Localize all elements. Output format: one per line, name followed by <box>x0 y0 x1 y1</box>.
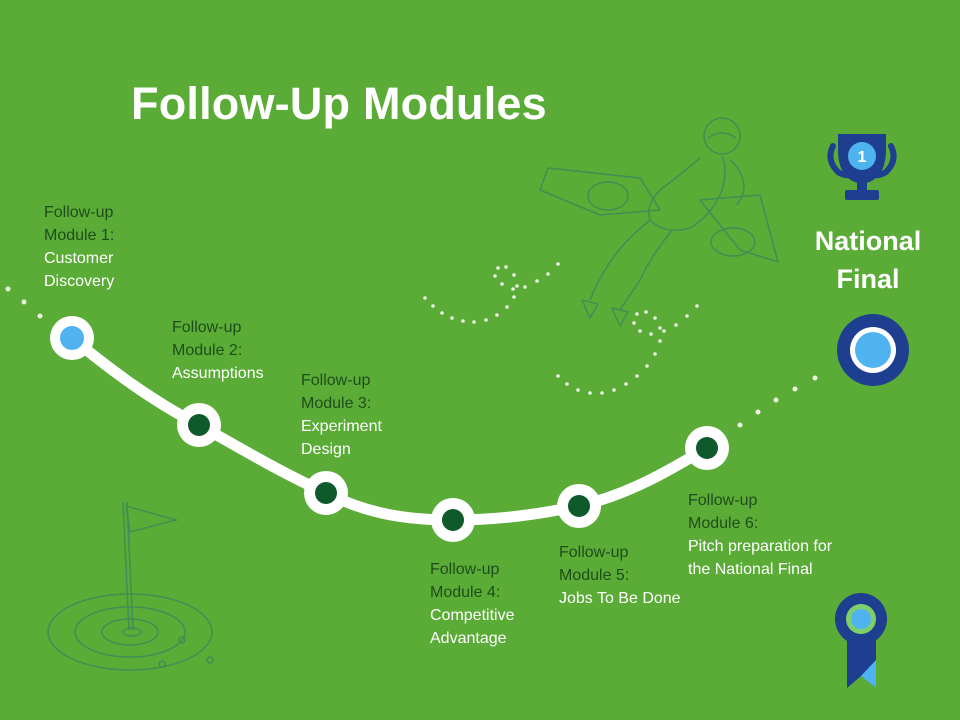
dotted-trail-start <box>5 286 43 319</box>
module-label-name: the National Final <box>688 561 813 578</box>
trophy-number: 1 <box>858 149 867 166</box>
module-label-line2: Module 2: <box>172 342 243 359</box>
module-label-name: Discovery <box>44 273 115 290</box>
module-label-name: Competitive <box>430 607 515 624</box>
jetpack-trail <box>423 262 699 395</box>
node-module-1 <box>50 316 94 360</box>
module-2-label: Follow-up Module 2: Assumptions <box>172 316 264 385</box>
module-4-label: Follow-up Module 4: Competitive Advantag… <box>430 558 514 650</box>
dotted-trail-final <box>737 375 818 428</box>
module-label-name: Experiment <box>301 418 382 435</box>
trophy-icon: 1 <box>827 134 897 200</box>
module-label-line1: Follow-up <box>688 492 758 509</box>
module-1-label: Follow-up Module 1: Customer Discovery <box>44 201 114 293</box>
module-label-name: Advantage <box>430 630 507 647</box>
node-module-4 <box>431 498 475 542</box>
jetpack-figure-icon <box>539 117 779 327</box>
module-5-label: Follow-up Module 5: Jobs To Be Done <box>559 541 681 610</box>
module-label-name: Jobs To Be Done <box>559 590 681 607</box>
module-label-line2: Module 3: <box>301 395 372 412</box>
node-module-2 <box>177 403 221 447</box>
module-label-line2: Module 5: <box>559 567 630 584</box>
slide-title: Follow-Up Modules <box>131 78 547 129</box>
module-label-line2: Module 4: <box>430 584 501 601</box>
module-label-line1: Follow-up <box>301 372 371 389</box>
module-label-name: Customer <box>44 250 114 267</box>
national-final-label: National Final <box>803 222 933 298</box>
module-label-line1: Follow-up <box>559 544 629 561</box>
national-final-line1: National <box>814 226 922 256</box>
national-final-line2: Final <box>836 264 900 294</box>
node-module-6 <box>685 426 729 470</box>
target-flag-icon <box>47 501 214 671</box>
node-national-final <box>837 314 909 386</box>
node-module-3 <box>304 471 348 515</box>
module-label-name: Pitch preparation for <box>688 538 833 555</box>
module-3-label: Follow-up Module 3: Experiment Design <box>301 369 382 461</box>
node-module-5 <box>557 484 601 528</box>
module-label-line1: Follow-up <box>430 561 500 578</box>
ribbon-badge-icon <box>835 593 887 688</box>
module-label-line2: Module 1: <box>44 227 115 244</box>
module-label-line2: Module 6: <box>688 515 759 532</box>
module-label-line1: Follow-up <box>172 319 242 336</box>
module-6-label: Follow-up Module 6: Pitch preparation fo… <box>688 489 832 581</box>
roadmap-path <box>66 332 713 526</box>
module-label-name: Design <box>301 441 351 458</box>
module-label-name: Assumptions <box>172 365 264 382</box>
module-label-line1: Follow-up <box>44 204 114 221</box>
